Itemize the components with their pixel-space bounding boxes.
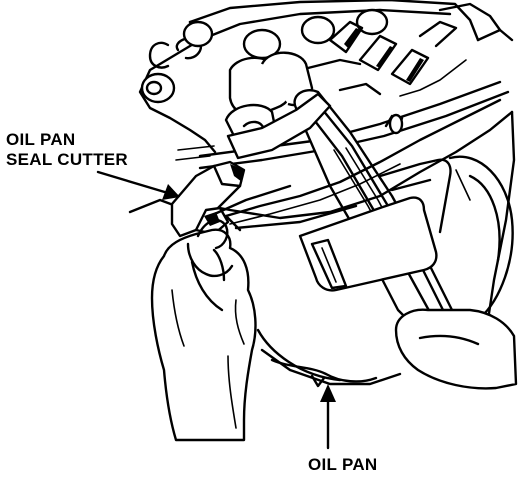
oil-pan-seal-cutter-label-line2: SEAL CUTTER [6, 150, 128, 169]
seal-cutter-leader-arrow [96, 170, 180, 200]
oil-pan-leader-arrow [320, 384, 336, 450]
left-hand [150, 212, 257, 442]
oil-pan-seal-cutter-label-line1: OIL PAN [6, 130, 76, 149]
right-hand [394, 308, 518, 390]
oil-pan-label: OIL PAN [308, 455, 378, 474]
oil-pan [128, 98, 516, 388]
oil-pan-seal-cutter-label: OIL PAN SEAL CUTTER [6, 130, 128, 170]
